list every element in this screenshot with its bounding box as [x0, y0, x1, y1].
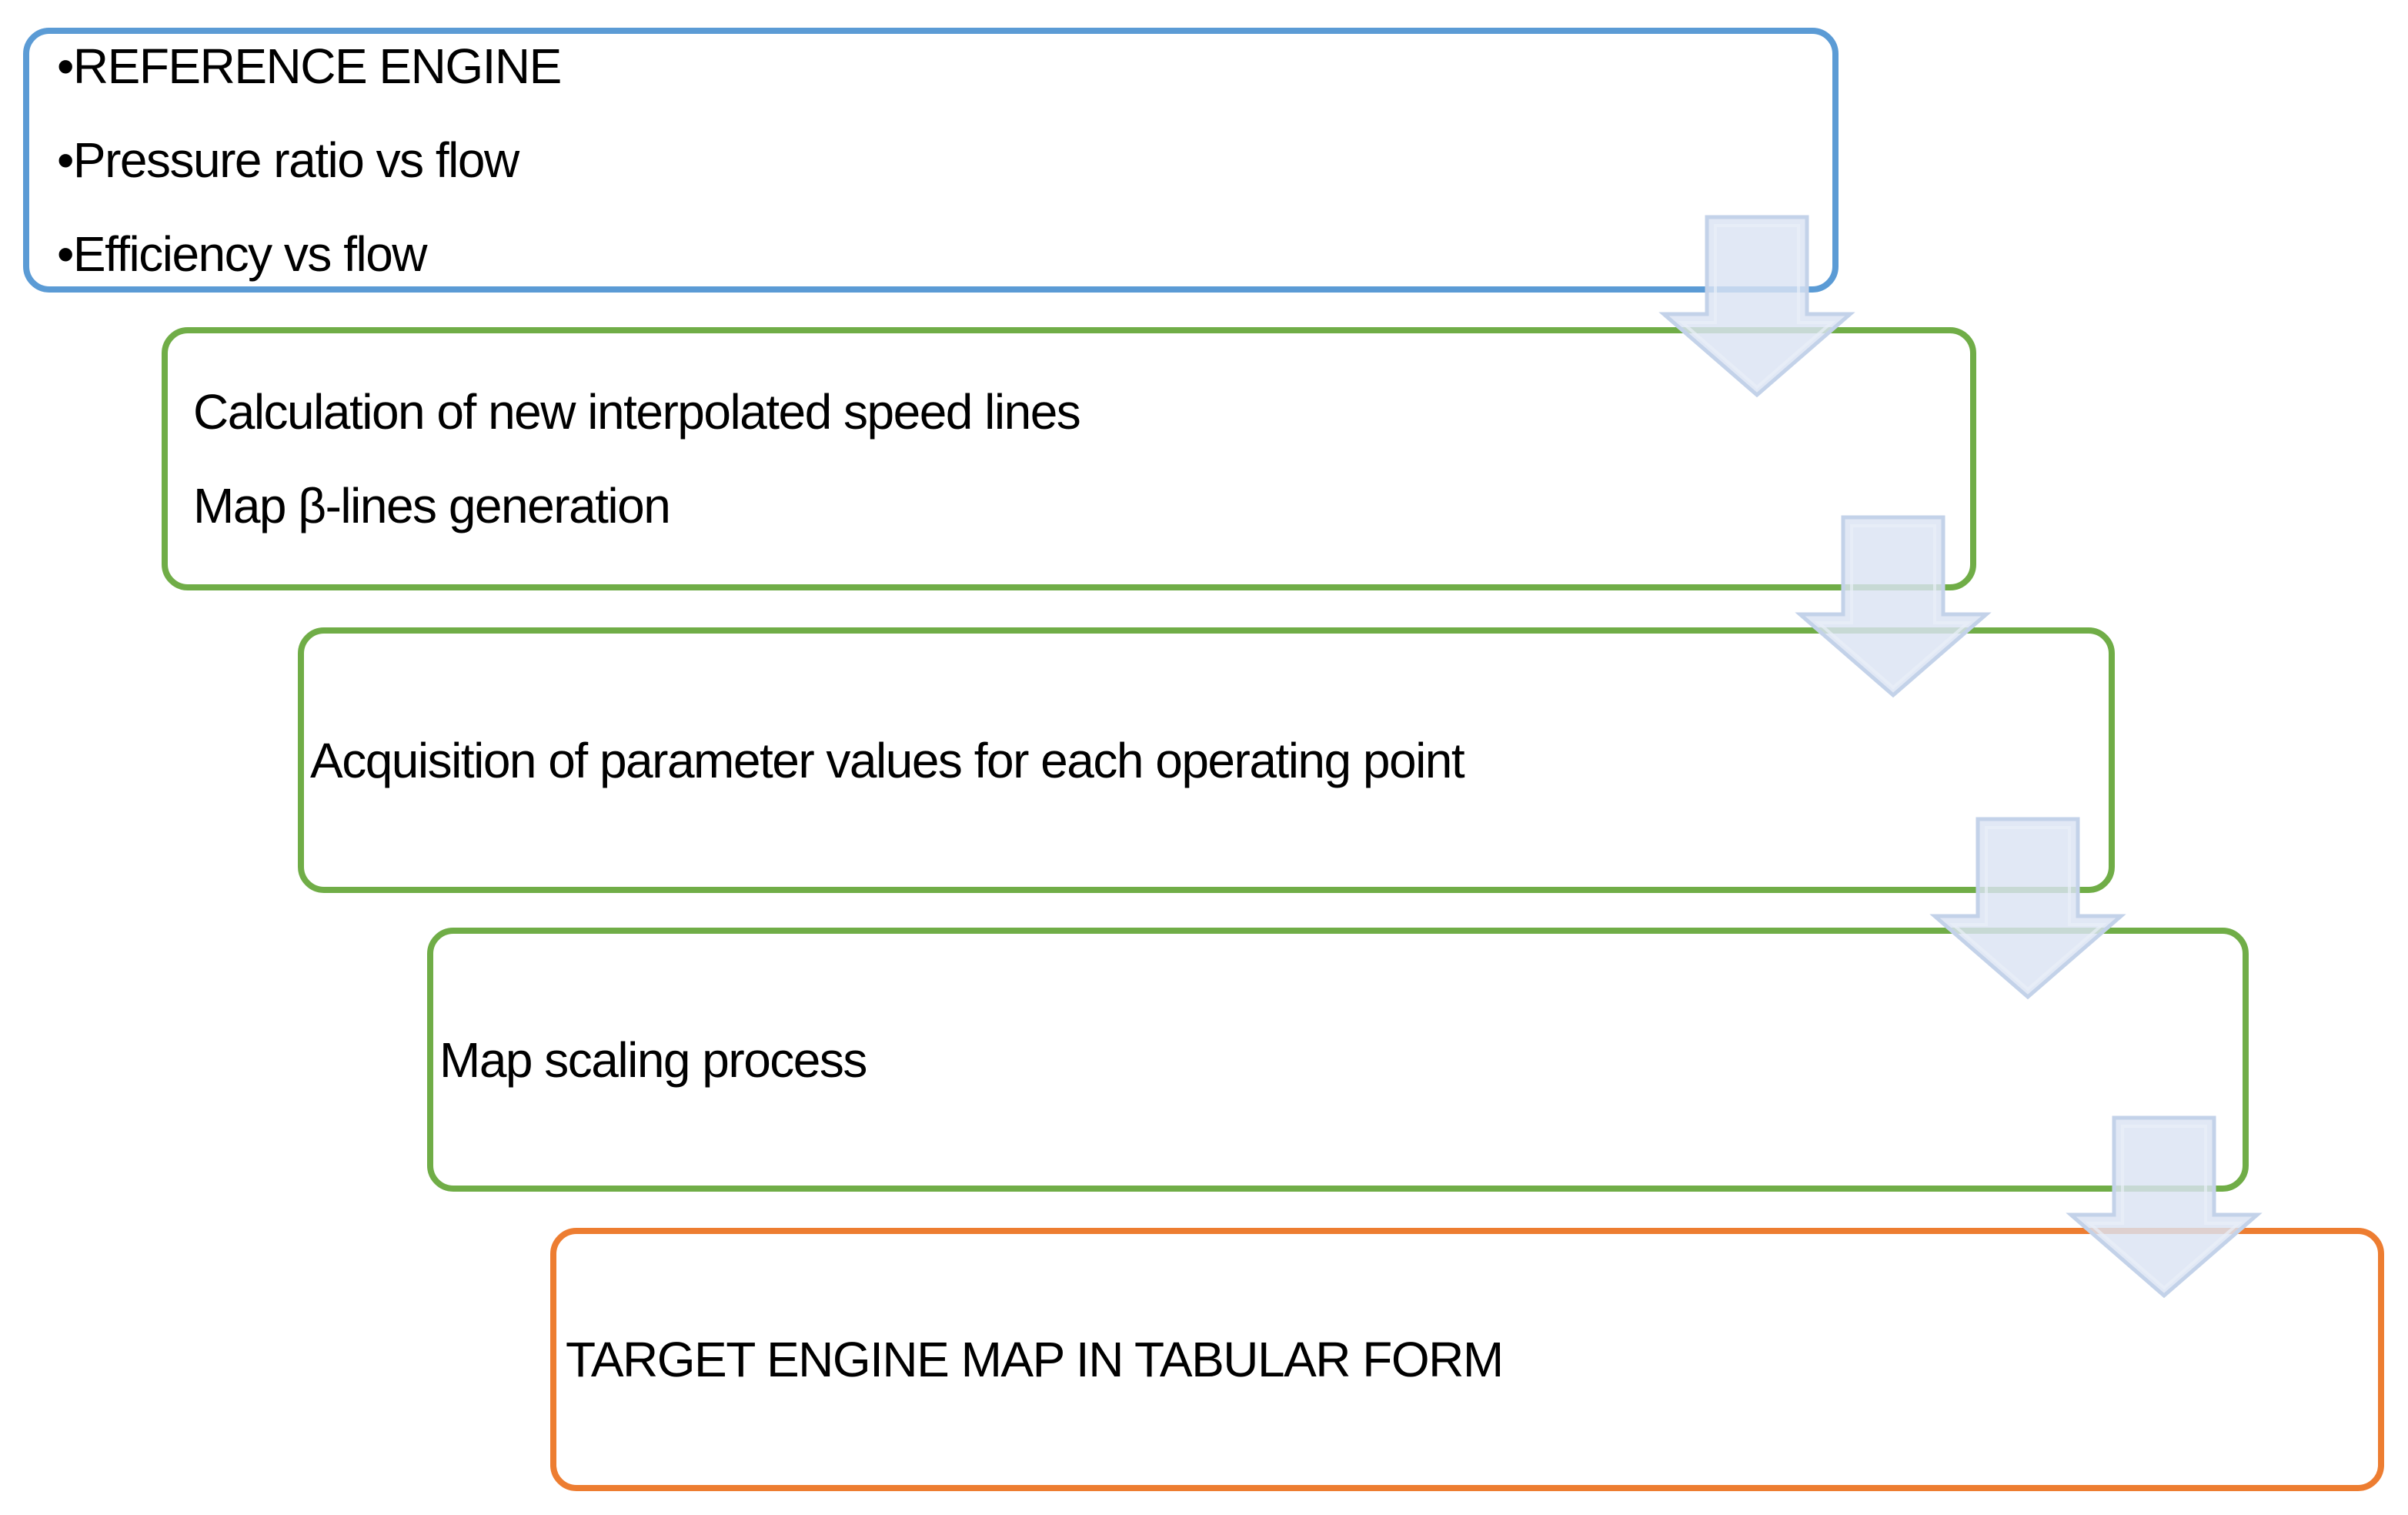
box-text-line: Acquisition of parameter values for each…: [310, 732, 1465, 788]
down-arrow-inner-line: [1814, 524, 1972, 690]
box-text-line: Calculation of new interpolated speed li…: [193, 384, 1081, 440]
box-text-line: Map β-lines generation: [193, 478, 671, 533]
box-text-line: •REFERENCE ENGINE: [57, 38, 562, 94]
down-arrow-icon: [1795, 515, 1992, 698]
down-arrow-inner-line: [2085, 1125, 2243, 1290]
down-arrow-shape: [1658, 215, 1855, 398]
flow-box-target-engine-map: TARGET ENGINE MAP IN TABULAR FORM: [550, 1228, 2384, 1491]
down-arrow-icon: [1929, 817, 2126, 1000]
box-text-line: •Efficiency vs flow: [57, 226, 428, 282]
box-text-line: •Pressure ratio vs flow: [57, 132, 519, 188]
flow-box-reference-engine: •REFERENCE ENGINE •Pressure ratio vs flo…: [23, 28, 1839, 293]
flow-box-interpolated-speed-lines: Calculation of new interpolated speed li…: [162, 327, 1976, 590]
flow-box-map-scaling: Map scaling process: [427, 928, 2249, 1192]
box-text-line: Map scaling process: [439, 1032, 867, 1088]
down-arrow-shape: [1795, 515, 1992, 698]
down-arrow-inner-line: [1949, 826, 2107, 992]
down-arrow-shape: [1929, 817, 2126, 1000]
flow-box-parameter-acquisition: Acquisition of parameter values for each…: [298, 627, 2115, 893]
down-arrow-inner-line: [1678, 224, 1836, 390]
down-arrow-icon: [2066, 1115, 2263, 1299]
down-arrow-icon: [1658, 215, 1855, 398]
box-text-line: TARGET ENGINE MAP IN TABULAR FORM: [566, 1332, 1504, 1387]
down-arrow-shape: [2066, 1115, 2263, 1299]
